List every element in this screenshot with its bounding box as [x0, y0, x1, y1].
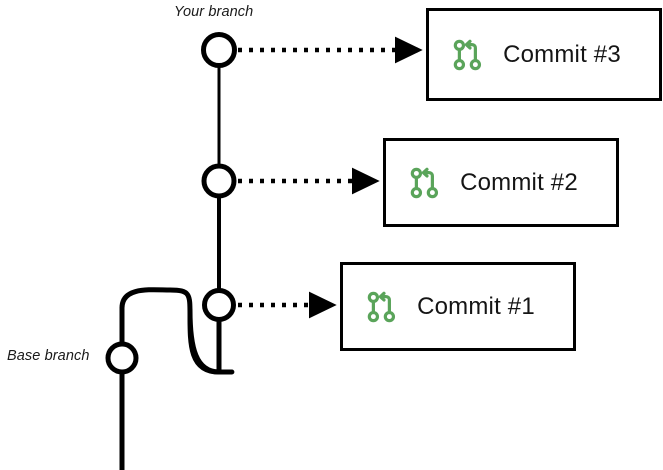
commit-card-1-label: Commit #1: [417, 292, 535, 320]
your-branch-label: Your branch: [174, 4, 254, 20]
git-pull-request-icon: [410, 167, 439, 198]
commit-card-2-label: Commit #2: [460, 168, 578, 196]
base-branch-node[interactable]: [105, 341, 139, 375]
commit-node-3[interactable]: [201, 32, 237, 68]
commit-node-1[interactable]: [202, 288, 236, 322]
commit-node-2[interactable]: [201, 163, 237, 199]
git-pull-request-icon: [367, 291, 396, 322]
git-pull-request-icon: [453, 39, 482, 70]
commit-card-2[interactable]: Commit #2: [383, 138, 619, 227]
commit-card-1[interactable]: Commit #1: [340, 262, 576, 351]
commit-card-3[interactable]: Commit #3: [426, 8, 662, 101]
commit-card-3-label: Commit #3: [503, 40, 621, 68]
base-branch-label: Base branch: [7, 348, 90, 364]
